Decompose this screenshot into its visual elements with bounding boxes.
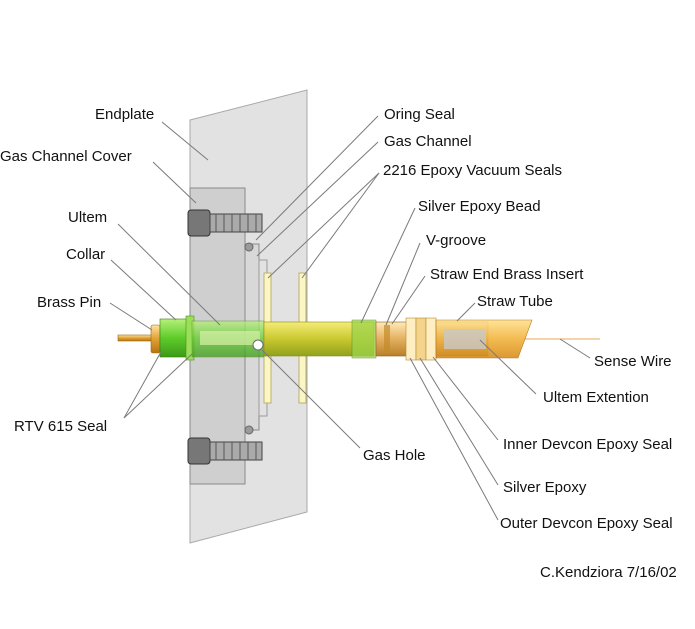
label-silver-epoxy-bead: Silver Epoxy Bead [418,198,541,215]
label-collar: Collar [66,246,105,263]
label-v-groove: V-groove [426,232,486,249]
label-endplate: Endplate [95,106,154,123]
label-epoxy-vacuum-seals: 2216 Epoxy Vacuum Seals [383,162,562,179]
brass-pin [117,334,155,342]
label-oring-seal: Oring Seal [384,106,455,123]
silver-epoxy-bead [351,319,377,359]
label-ultem-extention: Ultem Extention [543,389,649,406]
v-groove [384,325,390,353]
label-gas-channel-cover: Gas Channel Cover [0,148,132,165]
straw-end-brass-insert [375,321,409,357]
screw-top [187,209,263,237]
outer-devcon-ring [425,317,437,361]
screw-bottom [187,437,263,465]
label-straw-tube: Straw Tube [477,293,553,310]
label-straw-end-brass-insert: Straw End Brass Insert [430,266,584,283]
credit-text: C.Kendziora 7/16/02 [540,564,677,581]
oring-bottom [244,425,254,435]
label-brass-pin: Brass Pin [37,294,101,311]
silver-epoxy-ring [415,317,427,361]
brass-pin-head [150,324,161,354]
gas-hole [252,339,264,351]
oring-top [244,242,254,252]
label-inner-devcon-epoxy-seal: Inner Devcon Epoxy Seal [503,436,672,453]
leader-lines [109,115,591,521]
label-rtv-615-seal: RTV 615 Seal [14,418,107,435]
label-silver-epoxy: Silver Epoxy [503,479,587,496]
label-outer-devcon-epoxy-seal: Outer Devcon Epoxy Seal [500,515,673,532]
inner-devcon-ring [405,317,417,361]
straw-inner-gray [444,329,486,349]
label-gas-channel: Gas Channel [384,133,472,150]
label-ultem: Ultem [68,209,107,226]
label-sense-wire: Sense Wire [594,353,672,370]
ultem-inner [200,331,260,345]
label-gas-hole: Gas Hole [363,447,426,464]
